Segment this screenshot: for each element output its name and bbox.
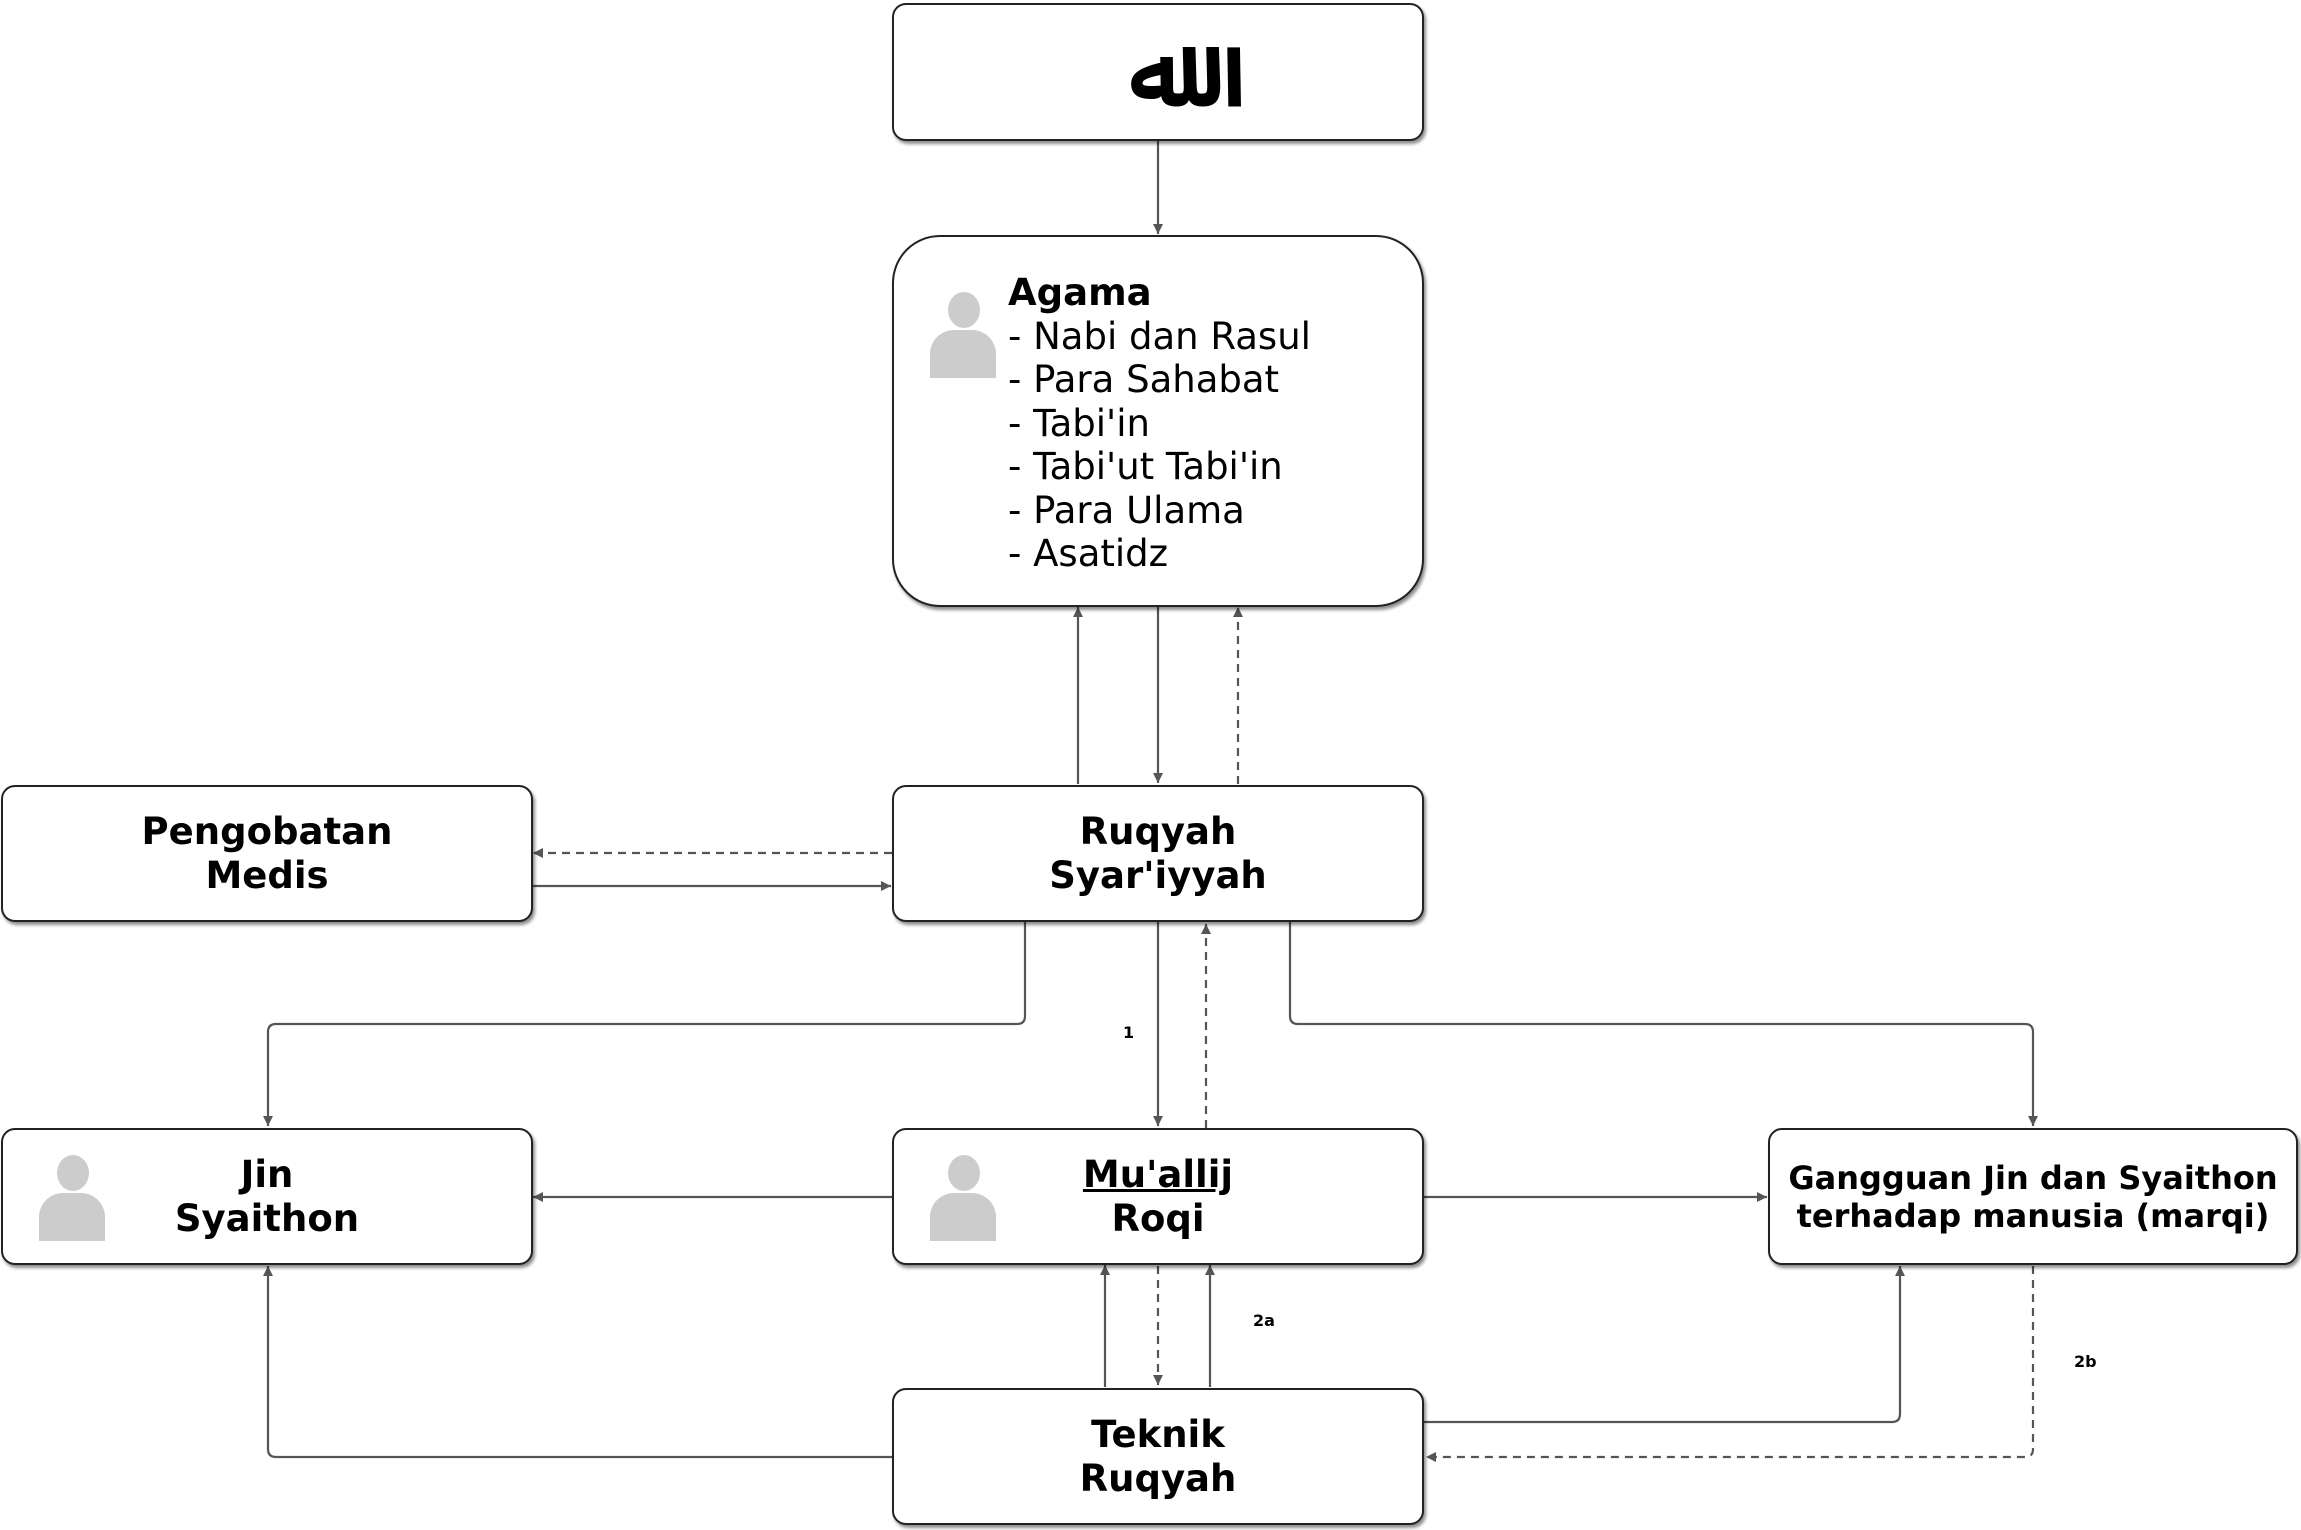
person-icon <box>930 292 996 378</box>
edge-teknik-gangguan <box>1424 1266 1905 1424</box>
agama-item: - Asatidz <box>1008 532 1169 575</box>
agama-item: - Para Sahabat <box>1008 358 1280 401</box>
gangguan-line1: Gangguan Jin dan Syaithon <box>1788 1158 2278 1197</box>
edge-label-1: 1 <box>1123 1023 1135 1042</box>
node-jin-syaithon[interactable]: Jin Syaithon <box>1 1128 533 1265</box>
agama-text: Agama - Nabi dan Rasul - Para Sahabat - … <box>1008 271 1311 576</box>
node-gangguan[interactable]: Gangguan Jin dan Syaithon terhadap manus… <box>1768 1128 2298 1265</box>
node-agama[interactable]: Agama - Nabi dan Rasul - Para Sahabat - … <box>892 235 1424 607</box>
jin-line1: Jin <box>240 1152 294 1196</box>
agama-item: - Tabi'ut Tabi'in <box>1008 445 1283 488</box>
agama-title: Agama <box>1008 271 1152 314</box>
agama-item: - Para Ulama <box>1008 488 1245 532</box>
allah-calligraphy: ﷲ <box>1129 16 1187 128</box>
agama-item: - Nabi dan Rasul <box>1008 314 1311 358</box>
node-allah[interactable]: ﷲ <box>892 3 1424 141</box>
edge-gangguan-teknik-dashed <box>1426 1266 2035 1462</box>
person-icon <box>39 1155 105 1241</box>
edge-ruqyah-gangguan <box>1288 922 2038 1126</box>
edge-label-2b: 2b <box>2074 1352 2097 1371</box>
teknik-line2: Ruqyah <box>1079 1456 1237 1500</box>
teknik-line1: Teknik <box>1091 1412 1225 1456</box>
gangguan-line2: terhadap manusia (marqi) <box>1796 1196 2270 1235</box>
ruqyah-line1: Ruqyah <box>1079 809 1237 853</box>
node-ruqyah-syariyyah[interactable]: Ruqyah Syar'iyyah <box>892 785 1424 922</box>
node-teknik-ruqyah[interactable]: Teknik Ruqyah <box>892 1388 1424 1525</box>
edge-teknik-jin <box>263 1266 892 1459</box>
agama-item: - Tabi'in <box>1008 401 1150 445</box>
node-pengobatan-medis[interactable]: Pengobatan Medis <box>1 785 533 922</box>
jin-line2: Syaithon <box>174 1196 360 1240</box>
ruqyah-line2: Syar'iyyah <box>1049 853 1267 897</box>
pengobatan-line1: Pengobatan <box>141 809 393 853</box>
node-mualij-roqi[interactable]: Mu'allij Roqi <box>892 1128 1424 1265</box>
pengobatan-line2: Medis <box>205 853 329 897</box>
person-icon <box>930 1155 996 1241</box>
mualij-line1: Mu'allij <box>1082 1152 1234 1196</box>
mualij-line2: Roqi <box>1111 1196 1205 1240</box>
edge-ruqyah-jin <box>263 922 1027 1126</box>
edge-label-2a: 2a <box>1253 1311 1275 1330</box>
